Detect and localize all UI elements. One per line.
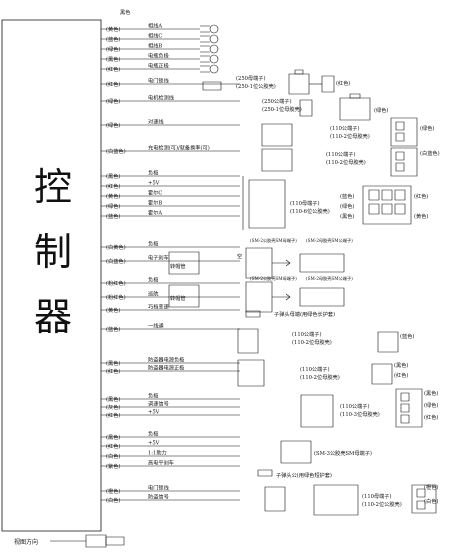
wire-function-label: 霍尔B <box>148 199 162 207</box>
wire-function-label: 对速线 <box>148 118 164 126</box>
connector-note: 转帽管 <box>170 262 186 270</box>
wire-function-label: 相线C <box>148 32 162 40</box>
right-color-label: (黑色) <box>340 212 354 220</box>
right-color-label: (黑色) <box>394 361 408 369</box>
connector-labels: (250母端子) (250-1位公胶壳) (250公端子) (250-1位母胶壳… <box>170 74 402 508</box>
wire-function-label: +5V <box>148 181 160 187</box>
connector-note: 转帽管 <box>170 294 186 302</box>
right-color-label: (白色) <box>424 497 438 505</box>
connector-label: (110-3位母胶壳) <box>340 410 380 418</box>
wire-function-label: 巧档变速 <box>148 303 169 311</box>
connector-label: (250母端子) <box>236 74 266 82</box>
right-color-label: (红色) <box>394 371 408 379</box>
connector-label: (110公端子) <box>326 150 356 158</box>
connector-label: (110-2位公胶壳) <box>362 500 402 508</box>
connector-label: (SM-3公胶壳SM母端子) <box>314 449 372 457</box>
connector-label: (250-1位母胶壳) <box>262 105 302 113</box>
right-color-labels: (红色) (绿色) (绿色) (白蓝色) (红色) (蓝色) (绿色) (黄色)… <box>336 79 440 505</box>
wire-function-label: 巡航 <box>148 290 159 298</box>
right-color-label: (蓝色) <box>340 192 354 200</box>
wire-function-label: +5V <box>148 410 160 416</box>
wire-function-label: 电子刹车 <box>148 254 169 262</box>
connector-label: (SM-2母胶壳SM公端子) <box>306 275 353 282</box>
right-color-label: (红色) <box>424 413 438 421</box>
connector-label: (SM-2母胶壳SM公端子) <box>306 237 353 244</box>
wire-function-label: 霍尔C <box>148 189 162 197</box>
connector-label: (250公端子) <box>262 97 292 105</box>
wire-function-label: 相线A <box>148 22 162 30</box>
connector-label: 子弹头母端(用绿色长护套) <box>274 310 335 318</box>
controller-char-1: 控 <box>34 165 72 209</box>
wire-function-label: 负极 <box>148 169 159 177</box>
wire-list: 黑色(黄色)相线A(蓝色)相线C(绿色)相线B(黑色)电瓶负极(红色)电瓶正极(… <box>101 8 240 504</box>
ring-terminals <box>165 24 219 74</box>
connector-label: (110公端子) <box>292 330 322 338</box>
right-color-label: (绿色) <box>424 401 438 409</box>
wire-function-label: 防盗器电源正极 <box>148 364 185 372</box>
view-direction-label: 视图方向 <box>14 538 38 546</box>
connector-label: (110母端子) <box>362 492 392 500</box>
connector-label: (SM-2公胶壳SM母端子) <box>250 275 297 282</box>
wire-function-label: 防盗信号 <box>148 493 169 501</box>
wire-function-label: 电瓶负极 <box>148 52 170 60</box>
right-color-label: (蓝色) <box>400 332 414 340</box>
right-color-label: (黑色) <box>424 389 438 397</box>
connector-label: (110-2位母胶壳) <box>292 338 332 346</box>
wire-function-label: 高电平刹车 <box>148 459 174 467</box>
wire-function-label: 负极 <box>148 240 159 248</box>
wire-function-label: 负极 <box>148 430 159 438</box>
right-color-label: (绿色) <box>374 106 388 114</box>
wire-function-label: 电机检测线 <box>148 94 174 102</box>
wire-color-label: 黑色 <box>120 8 130 16</box>
connector-label: (110公端子) <box>300 365 330 373</box>
wire-function-label: 电门锁线 <box>148 77 169 85</box>
wire-function-label: 负极 <box>148 276 159 284</box>
connector-label: (110公端子) <box>330 124 360 132</box>
connector-note: 空 <box>237 252 242 260</box>
connector-label: (SM-2公胶壳SM母端子) <box>250 237 297 244</box>
right-color-label: (白蓝色) <box>420 149 440 157</box>
wire-function-label: 1:1助力 <box>148 449 167 457</box>
right-color-label: (绿色) <box>340 202 354 210</box>
connector-label: (250-1位公胶壳) <box>236 82 276 90</box>
connector-label: (110母端子) <box>290 199 320 207</box>
wire-function-label: +5V <box>148 441 160 447</box>
wire-function-label: 相线B <box>148 42 162 50</box>
right-color-label: (绿色) <box>420 124 434 132</box>
controller-char-2: 制 <box>34 230 72 274</box>
connector-label: (110-2位母胶壳) <box>330 132 370 140</box>
right-color-label: (红色) <box>414 192 428 200</box>
wire-function-label: 电门锁线 <box>148 484 169 492</box>
wire-function-label: 充电检测(可)/就备换率(可) <box>148 144 210 152</box>
wire-function-label: 霍尔A <box>148 209 162 217</box>
connector-label: (110-6位公胶壳) <box>290 207 330 215</box>
controller-char-3: 器 <box>34 295 72 339</box>
connector-graphics <box>50 24 436 547</box>
controller-box <box>2 20 101 531</box>
wire-function-label: 调速信号 <box>148 400 169 408</box>
wire-function-label: 一线通 <box>148 322 164 330</box>
wire-function-label: 电瓶正极 <box>148 62 170 70</box>
connector-label: (110-2位母胶壳) <box>326 158 366 166</box>
right-color-label: (黄色) <box>414 212 428 220</box>
connector-label: (110公端子) <box>340 402 370 410</box>
right-color-label: (橙色) <box>424 483 438 491</box>
connector-label: 子弹头公(用绿色短护套) <box>276 471 332 479</box>
connector-label: (110-2位母胶壳) <box>300 373 340 381</box>
wire-function-label: 防盗器电源负极 <box>148 356 185 364</box>
wire-function-label: 负极 <box>148 392 159 400</box>
right-color-label: (红色) <box>336 79 350 87</box>
